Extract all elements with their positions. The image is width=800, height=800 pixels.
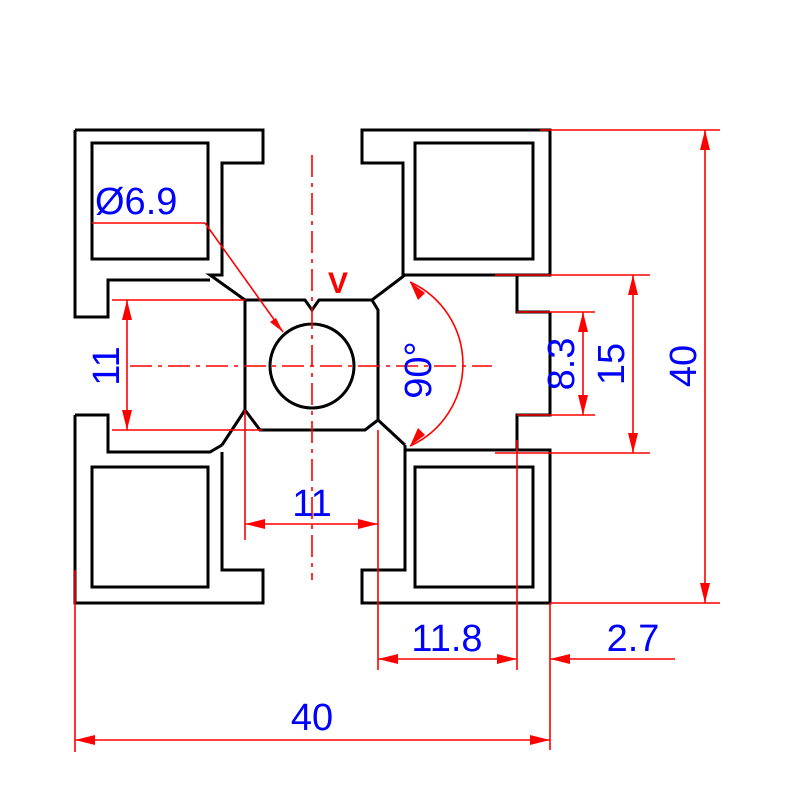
angle-arrow-bottom: [410, 428, 425, 446]
label-slot-opening: 8.3: [541, 338, 583, 391]
label-groove-angle: 90°: [398, 341, 440, 398]
height-arrow-bottom: [700, 583, 710, 603]
width-arrow-right: [530, 735, 550, 745]
angle-arc: [409, 281, 464, 447]
label-hole-diameter: Ø6.9: [95, 181, 177, 223]
cavity-bottom-left: [90, 465, 210, 589]
label-wall-thickness: 2.7: [607, 618, 660, 660]
bottom-right-arm: [360, 312, 552, 605]
slot-inner-arrow-bottom: [628, 433, 638, 453]
cavity-top-right: [413, 141, 535, 261]
center-right-wall: [370, 299, 407, 447]
slot-inner-arrow-top: [628, 275, 638, 295]
label-slot-inner: 15: [591, 343, 633, 385]
left-slot-arrow-top: [122, 300, 132, 320]
label-left-slot: 11: [86, 346, 128, 385]
label-total-height: 40: [663, 345, 705, 387]
height-arrow-top: [700, 130, 710, 150]
hole-leader-arrow: [270, 318, 283, 332]
label-v-notch: V: [328, 267, 348, 300]
center-width-arrow-left: [245, 519, 265, 529]
left-lower-flange: [75, 413, 223, 454]
label-cavity-width: 11.8: [411, 618, 482, 660]
dimension-lines: [74, 129, 720, 752]
cavity-bottom-right: [413, 465, 535, 589]
center-lines: [130, 155, 492, 580]
label-center-width: 11: [292, 483, 331, 525]
cavity-arrow-left: [378, 654, 398, 664]
cavity-top-left: [90, 141, 210, 261]
cavity-arrow-right: [497, 654, 517, 664]
width-arrow-left: [75, 735, 95, 745]
hole-leader-diagonal: [204, 222, 284, 333]
bottom-left-arm: [73, 415, 265, 605]
slot-opening-arrow-top: [578, 312, 588, 332]
wall-arrow: [550, 654, 570, 664]
angle-arrow-top: [410, 282, 425, 300]
dimension-labels: Ø6.9 11 11 90° 8.3 15 40 11.8 2.7 40 V: [86, 181, 705, 739]
left-slot-arrow-bottom: [122, 410, 132, 430]
center-left-wall: [220, 300, 247, 446]
slot-opening-arrow-bottom: [578, 395, 588, 415]
left-upper-flange: [73, 130, 210, 319]
center-width-arrow-right: [358, 519, 378, 529]
label-total-width: 40: [291, 697, 333, 739]
